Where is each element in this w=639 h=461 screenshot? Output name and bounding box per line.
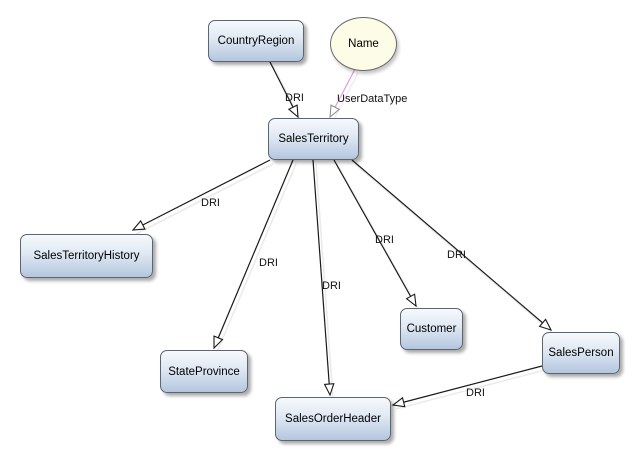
node-label: Name [348, 38, 379, 50]
edge-shadow [332, 72, 359, 122]
edge-label: DRI [259, 257, 278, 269]
edge-sales-person--sales-order-header[interactable]: DRI [391, 365, 546, 410]
arrowhead-icon [391, 396, 406, 408]
edge-name--sales-territory[interactable]: UserDataType [329, 68, 407, 122]
edge-sales-territory--customer[interactable]: DRI [333, 159, 420, 311]
edge-shadow [336, 163, 420, 311]
arrowhead-icon [213, 335, 224, 350]
edge-line[interactable] [333, 159, 417, 307]
edge-sales-territory--sales-person[interactable]: DRI [351, 159, 555, 335]
node-label: SalesTerritory [278, 133, 349, 145]
node-customer[interactable]: Customer [400, 308, 463, 350]
node-label: SalesPerson [548, 347, 614, 359]
arrowhead-icon [405, 293, 417, 308]
edge-shadow [315, 163, 334, 400]
edge-line[interactable] [392, 365, 543, 406]
node-name[interactable]: Name [330, 17, 397, 71]
edge-line[interactable] [213, 159, 294, 349]
edge-sales-territory--sales-territory-history[interactable]: DRI [131, 159, 274, 235]
node-label: SalesOrderHeader [285, 413, 381, 425]
node-state-province[interactable]: StateProvince [160, 350, 248, 393]
edge-sales-territory--state-province[interactable]: DRI [213, 159, 297, 353]
edge-line[interactable] [312, 159, 331, 396]
edge-label: DRI [447, 249, 466, 261]
node-sales-territory[interactable]: SalesTerritory [268, 118, 359, 160]
arrowhead-icon [329, 104, 341, 119]
node-sales-person[interactable]: SalesPerson [542, 332, 620, 374]
edge-label: UserDataType [337, 93, 407, 105]
edge-shadow [135, 163, 274, 235]
edge-line[interactable] [132, 159, 271, 231]
edge-line[interactable] [351, 159, 552, 331]
edge-shadow [216, 163, 297, 353]
node-country-region[interactable]: CountryRegion [208, 20, 304, 62]
edge-shadow [395, 369, 546, 410]
node-label: CountryRegion [217, 35, 295, 47]
arrowhead-icon [323, 383, 335, 397]
arrowhead-icon [538, 318, 553, 331]
edge-label: DRI [322, 280, 341, 292]
node-label: StateProvince [168, 365, 240, 378]
edge-shadow [354, 163, 555, 335]
node-sales-territory-history[interactable]: SalesTerritoryHistory [20, 234, 153, 278]
node-sales-order-header[interactable]: SalesOrderHeader [275, 397, 391, 441]
edge-country-region--sales-territory[interactable]: DRI [269, 61, 304, 122]
edge-label: DRI [201, 197, 220, 209]
arrowhead-icon [287, 104, 299, 119]
node-label: Customer [406, 323, 457, 335]
edge-label: DRI [285, 92, 304, 104]
edge-sales-territory--sales-order-header[interactable]: DRI [312, 159, 341, 400]
edge-label: DRI [375, 234, 394, 246]
arrowhead-icon [131, 219, 146, 231]
edge-label: DRI [466, 387, 485, 399]
node-label: SalesTerritoryHistory [33, 250, 140, 262]
